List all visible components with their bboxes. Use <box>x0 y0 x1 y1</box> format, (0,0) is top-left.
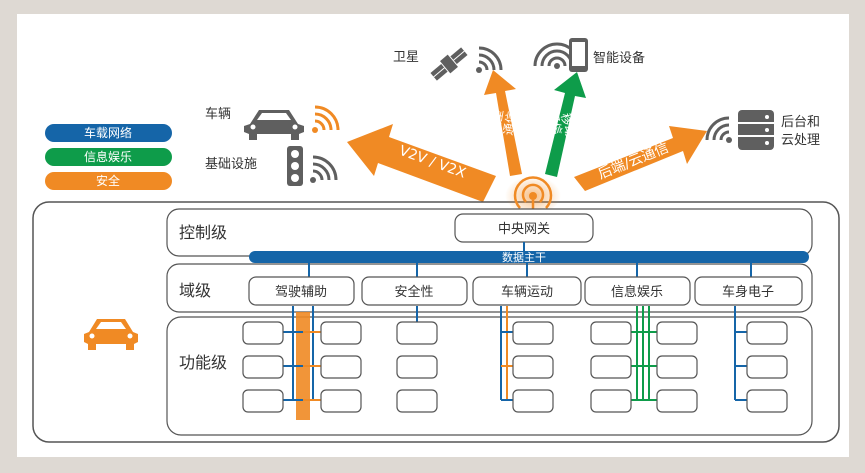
arrow-v2v: V2V / V2X <box>347 124 496 202</box>
ecu-box <box>512 355 554 379</box>
infrastructure-label: 基础设施 <box>205 157 257 172</box>
ecu-box <box>656 389 698 413</box>
ecu-box <box>320 321 362 345</box>
legend-item-safety: 安全 <box>45 172 172 190</box>
ecu-box <box>746 321 788 345</box>
car-icon <box>244 110 304 140</box>
domain-boxes: 驾驶辅助 安全性 车辆运动 信息娱乐 车身电子 <box>248 276 803 306</box>
ecu-box <box>396 355 438 379</box>
ecu-box <box>320 355 362 379</box>
ecu-box <box>590 389 632 413</box>
ecu-box <box>746 389 788 413</box>
data-backbone-label: 数据主干 <box>502 250 546 264</box>
ecu-box <box>512 389 554 413</box>
wifi-icon <box>312 105 340 133</box>
mobile-comm-line2: 通信 <box>545 110 564 137</box>
ecu-box <box>590 355 632 379</box>
satellite-label: 卫星 <box>393 50 419 65</box>
ecu-box <box>590 321 632 345</box>
wifi-icon <box>705 116 732 143</box>
domain-safety: 安全性 <box>361 276 468 306</box>
ecu-box <box>242 321 284 345</box>
arrow-mobile-comm: 移动 通信 <box>545 72 586 177</box>
smartphone-icon <box>569 38 588 72</box>
arrow-cloud-comm: 后端/云通信 <box>574 126 707 191</box>
diagram-canvas: 车载网络 信息娱乐 安全 车辆 基础设施 <box>17 14 849 457</box>
ecu-box <box>320 389 362 413</box>
smart-device-label: 智能设备 <box>593 50 645 66</box>
gateway-antenna-icon <box>505 174 561 214</box>
vehicle-label: 车辆 <box>205 106 231 122</box>
central-gateway-label: 中央网关 <box>498 222 550 237</box>
domain-vehicle-motion: 车辆运动 <box>472 276 582 306</box>
wiring-body-electronics <box>734 306 747 401</box>
domain-label: 车辆运动 <box>501 284 553 300</box>
traffic-light-icon <box>287 146 303 186</box>
function-ecus <box>242 321 788 413</box>
legend-item-vehicle-network: 车载网络 <box>45 124 172 142</box>
control-level-label: 控制级 <box>179 223 227 242</box>
ecu-box <box>512 321 554 345</box>
ecu-box <box>656 355 698 379</box>
domain-label: 安全性 <box>394 284 433 300</box>
external-infrastructure: 基础设施 <box>205 146 338 186</box>
legend-label: 安全 <box>96 173 120 188</box>
external-smart-device: 智能设备 <box>533 38 645 72</box>
data-backbone: 数据主干 <box>249 242 809 277</box>
cloud-label-line2: 云处理 <box>781 133 820 148</box>
ecu-box <box>396 389 438 413</box>
cloud-comm-label: 后端/云通信 <box>596 140 671 183</box>
domain-body-electronics: 车身电子 <box>694 276 803 306</box>
external-vehicle: 车辆 <box>205 105 340 140</box>
database-icon <box>738 110 774 150</box>
wifi-icon <box>476 46 503 73</box>
external-cloud: 后台和 云处理 <box>705 110 820 150</box>
external-satellite: 卫星 <box>393 46 503 81</box>
domain-label: 驾驶辅助 <box>275 285 327 300</box>
satellite-comm-line1: 卫星 <box>488 108 506 134</box>
ecu-box <box>396 321 438 345</box>
legend-label: 车载网络 <box>84 125 132 140</box>
ecu-box <box>656 321 698 345</box>
satellite-comm-line2: 通信 <box>501 110 519 136</box>
mobile-comm-line1: 移动 <box>558 112 577 139</box>
function-level-label: 功能级 <box>179 353 227 372</box>
legend: 车载网络 信息娱乐 安全 <box>45 124 172 190</box>
domain-label: 信息娱乐 <box>611 284 663 300</box>
ecu-box <box>242 355 284 379</box>
ecu-box <box>746 355 788 379</box>
ecu-box <box>242 389 284 413</box>
domain-level-label: 域级 <box>179 281 211 300</box>
legend-item-infotainment: 信息娱乐 <box>45 148 172 166</box>
satellite-icon <box>430 47 468 81</box>
domain-driver-assist: 驾驶辅助 <box>248 276 355 306</box>
wiring-driver-assist <box>283 306 321 420</box>
wiring-infotainment <box>631 306 657 401</box>
wiring-vehicle-motion <box>500 306 513 401</box>
orange-car-icon <box>84 319 138 350</box>
control-level: 控制级 中央网关 <box>166 208 813 257</box>
domain-infotainment: 信息娱乐 <box>584 276 691 306</box>
arrow-satellite-comm: 卫星 通信 <box>484 70 522 176</box>
domain-label: 车身电子 <box>722 284 774 300</box>
cloud-label-line1: 后台和 <box>781 115 820 130</box>
wifi-icon <box>310 155 338 183</box>
wiring <box>283 306 747 420</box>
legend-label: 信息娱乐 <box>84 149 132 164</box>
